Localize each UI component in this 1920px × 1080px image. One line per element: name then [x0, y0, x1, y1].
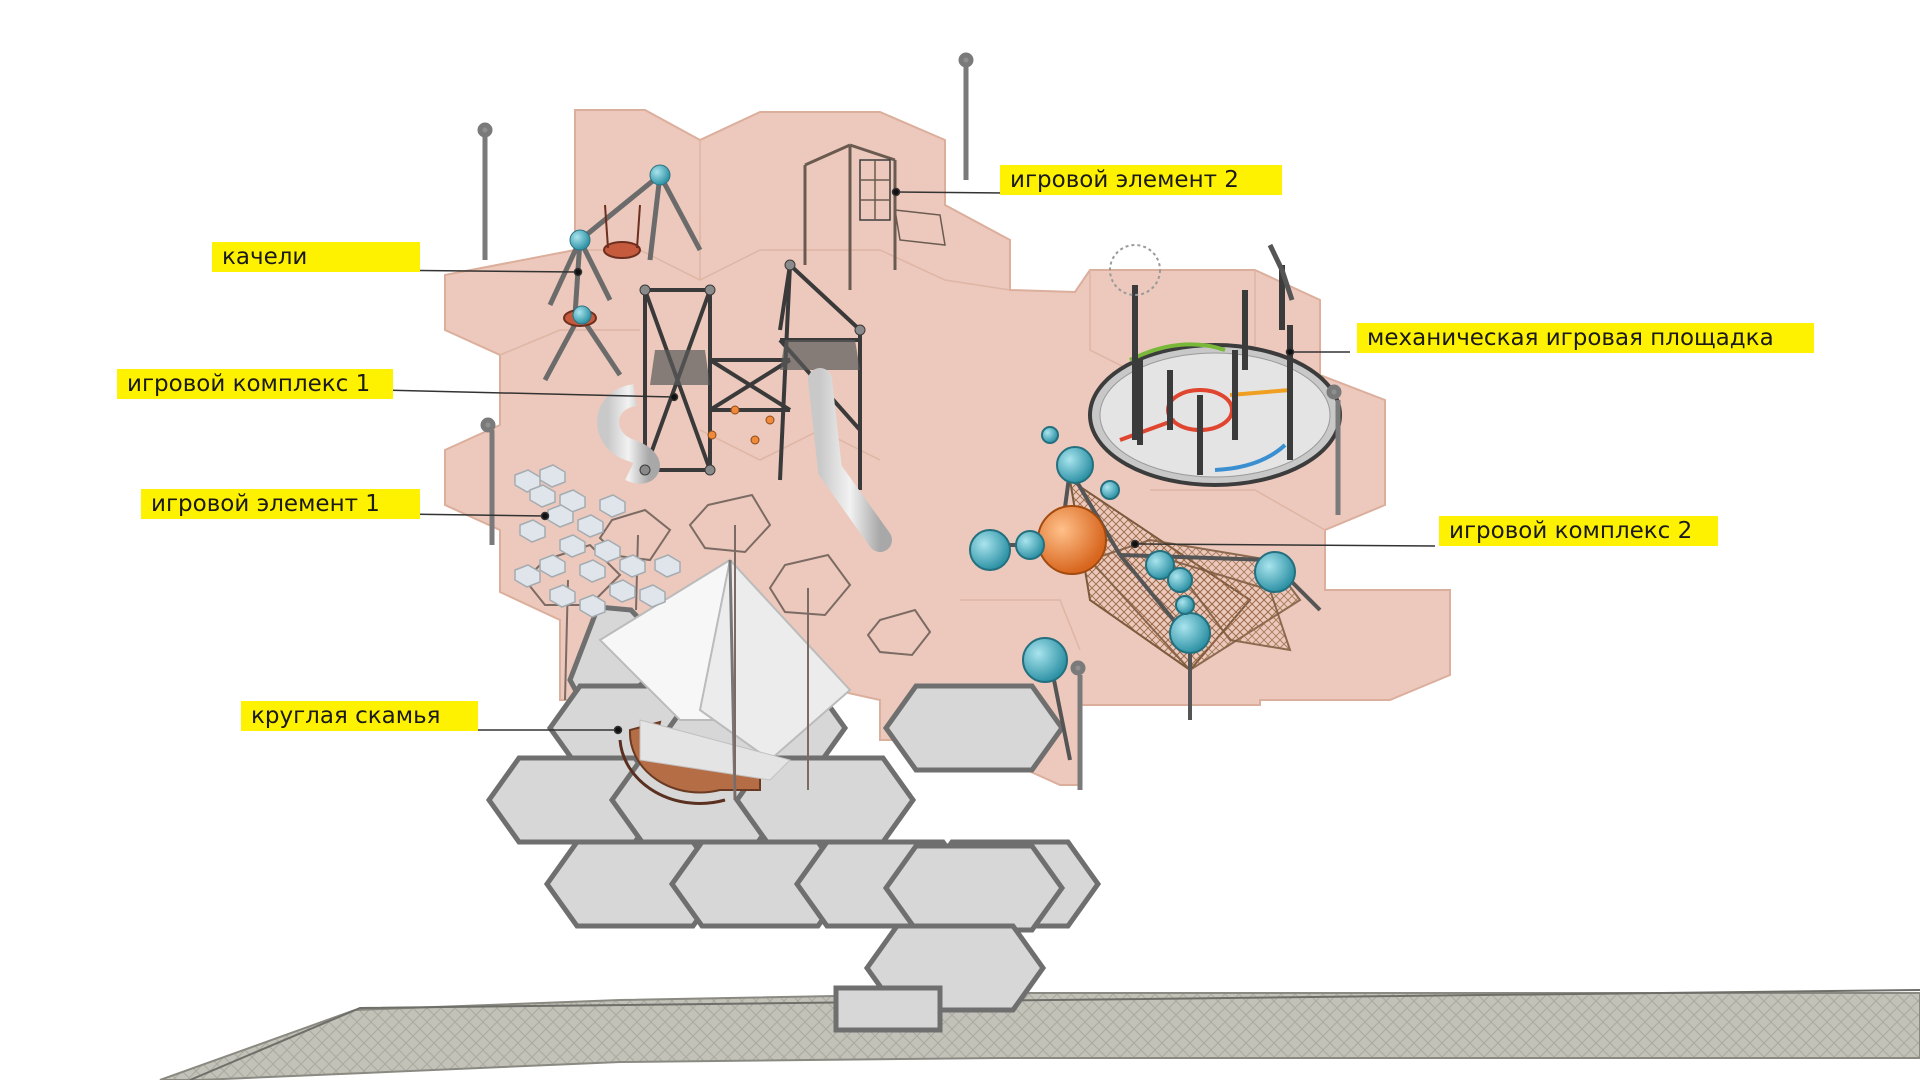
- label-round-bench: круглая скамья: [241, 701, 478, 731]
- label-play-complex-1: игровой комплекс 1: [117, 369, 393, 399]
- climbing-frame: [803, 143, 946, 290]
- hex-paving: [485, 604, 1102, 1033]
- label-mechanical-playground: механическая игровая площадка: [1357, 323, 1814, 353]
- lamp-posts: [477, 52, 1342, 790]
- leader-lines: [364, 187, 1436, 735]
- shade-sail: [598, 557, 852, 801]
- play-complex-1: [597, 259, 892, 552]
- label-play-element-1: игровой элемент 1: [141, 489, 420, 519]
- sidewalk: [159, 992, 1920, 1080]
- play-complex-2: [969, 426, 1322, 761]
- label-swings: качели: [212, 242, 420, 272]
- label-play-complex-2: игровой комплекс 2: [1439, 516, 1718, 546]
- swing-seats: [563, 164, 671, 327]
- hex-blocks: [514, 464, 681, 618]
- label-play-element-2: игровой элемент 2: [1000, 165, 1282, 195]
- sidewalk-edge: [189, 989, 1920, 1080]
